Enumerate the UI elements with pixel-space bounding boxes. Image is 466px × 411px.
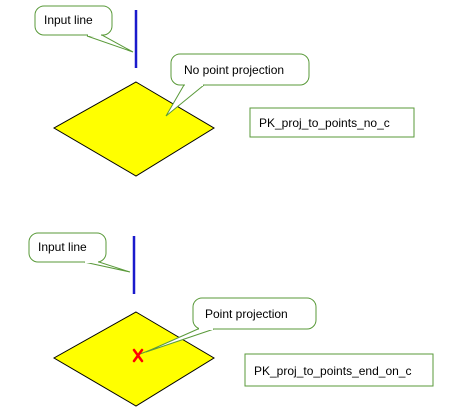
callout-input-line-text: Input line <box>44 13 93 27</box>
callout-no-point-projection: No point projection <box>165 53 310 117</box>
callout-point-projection-text: Point projection <box>205 307 288 321</box>
function-label-text: PK_proj_to_points_end_on_c <box>254 364 411 378</box>
callout-input-line: Input line <box>28 232 131 273</box>
function-label-box: PK_proj_to_points_no_c <box>249 107 415 138</box>
callout-input-line: Input line <box>34 5 134 53</box>
top-diagram: Input line No point projection PK_proj_t… <box>34 5 415 177</box>
callout-point-projection: Point projection <box>145 297 317 353</box>
x-cross-marker-icon <box>132 348 144 363</box>
bottom-diagram: Input line Point projection PK_proj_to_p… <box>28 232 434 407</box>
callout-input-line-text: Input line <box>38 240 87 254</box>
callout-no-point-projection-text: No point projection <box>184 63 284 77</box>
function-label-text: PK_proj_to_points_no_c <box>259 116 390 130</box>
function-label-box: PK_proj_to_points_end_on_c <box>244 353 434 387</box>
